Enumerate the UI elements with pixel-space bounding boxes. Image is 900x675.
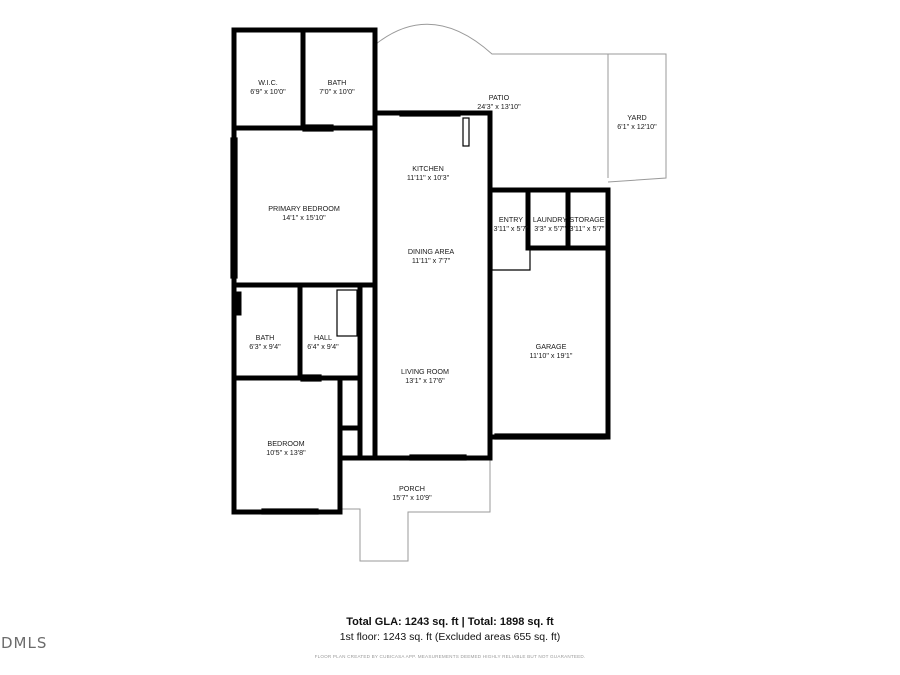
room-dims: 6'4" x 9'4" — [307, 342, 339, 351]
room-name: GARAGE — [536, 342, 567, 351]
room-dims: 10'5" x 13'8" — [266, 448, 306, 457]
room-dims: 7'0" x 10'0" — [319, 87, 355, 96]
room-dims: 15'7" x 10'9" — [392, 493, 432, 502]
floor-area-summary: 1st floor: 1243 sq. ft (Excluded areas 6… — [339, 631, 561, 643]
room-name: STORAGE — [569, 215, 604, 224]
room-name: KITCHEN — [412, 164, 444, 173]
room-name: BATH — [256, 333, 275, 342]
room-dims: 11'11" x 7'7" — [412, 256, 451, 265]
room-name: PATIO — [489, 93, 510, 102]
openings — [230, 110, 606, 515]
room-name: W.I.C. — [258, 78, 278, 87]
room-name: PRIMARY BEDROOM — [268, 204, 340, 213]
room-name: PORCH — [399, 484, 425, 493]
room-name: BATH — [328, 78, 347, 87]
room-dims: 6'1" x 12'10" — [617, 122, 657, 131]
room-dims: 6'3" x 9'4" — [249, 342, 281, 351]
room-dims: 6'9" x 10'0" — [250, 87, 286, 96]
room-dims: 11'10" x 19'1" — [530, 351, 573, 360]
patio-outline — [375, 23, 667, 183]
room-dims: 14'1" x 15'10" — [282, 213, 326, 222]
room-name: DINING AREA — [408, 247, 455, 256]
room-name: LAUNDRY — [533, 215, 567, 224]
room-name: HALL — [314, 333, 332, 342]
room-name: BEDROOM — [267, 439, 304, 448]
room-dims: 3'11" x 5'7" — [570, 224, 605, 233]
total-area-summary: Total GLA: 1243 sq. ft | Total: 1898 sq.… — [346, 616, 554, 628]
room-dims: 11'11" x 10'3" — [407, 173, 450, 182]
mls-logo: DMLS — [1, 634, 48, 652]
room-dims: 13'1" x 17'6" — [405, 376, 445, 385]
room-name: LIVING ROOM — [401, 367, 449, 376]
floor-plan-credit: FLOOR PLAN CREATED BY CUBICASA APP. MEAS… — [314, 654, 586, 659]
room-dims: 3'11" x 5'7" — [494, 224, 529, 233]
room-dims: 3'3" x 5'7" — [534, 224, 566, 233]
room-dims: 24'3" x 13'10" — [477, 102, 521, 111]
room-name: ENTRY — [499, 215, 523, 224]
room-labels: W.I.C. 6'9" x 10'0" BATH 7'0" x 10'0" PA… — [249, 78, 657, 502]
porch-outline — [342, 457, 491, 562]
walls — [231, 27, 611, 515]
room-name: YARD — [627, 113, 646, 122]
